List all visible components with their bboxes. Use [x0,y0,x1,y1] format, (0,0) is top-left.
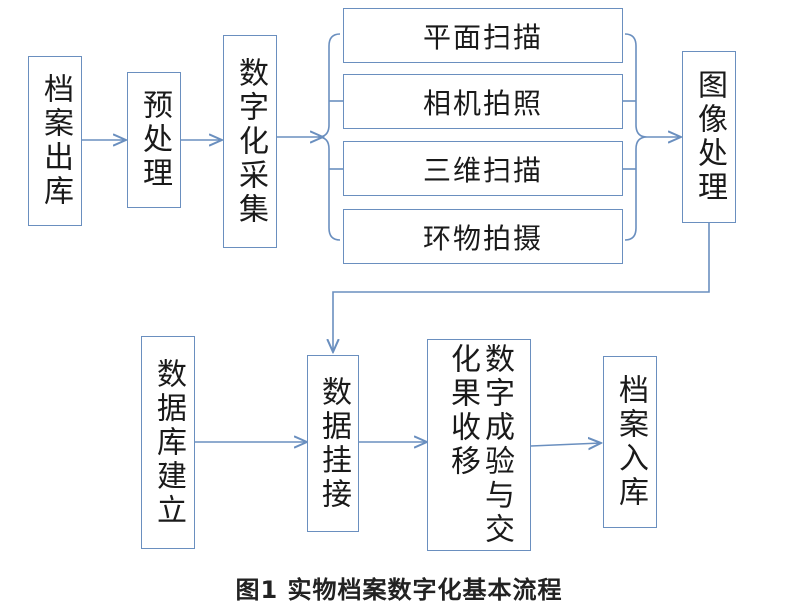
node-preprocess: 预处理 [127,72,181,208]
node-digital-capture: 数字化采集 [223,35,277,248]
method-label: 环物拍摄 [422,221,543,255]
method-label: 平面扫描 [422,20,543,54]
node-archive-in: 档案入库 [603,356,657,528]
results-col-right: 数字成验与交 [479,343,514,547]
method-label: 三维扫描 [422,153,543,187]
node-digital-capture-label: 数字化采集 [233,56,268,227]
results-col-left: 化果收移 [445,343,480,479]
arrow-results-to-archive-in [530,443,601,446]
node-method-surround: 环物拍摄 [343,209,623,264]
node-data-mount: 数据挂接 [307,355,359,532]
method-label: 相机拍照 [422,86,543,120]
left-bracket [317,33,341,241]
node-archive-in-label: 档案入库 [613,374,648,510]
node-database-build: 数据库建立 [141,336,195,549]
node-results-transfer-text: 数字成验与交 化果收移 [445,343,514,547]
node-image-processing-label: 图像处理 [692,69,727,205]
node-database-build-label: 数据库建立 [151,357,186,528]
node-archive-out: 档案出库 [28,56,82,226]
arrow-image-to-mount [333,223,710,352]
node-method-plane-scan: 平面扫描 [343,8,623,63]
node-preprocess-label: 预处理 [137,89,172,191]
node-archive-out-label: 档案出库 [38,73,73,209]
node-image-processing: 图像处理 [682,51,736,223]
figure-caption: 图1 实物档案数字化基本流程 [235,576,563,604]
right-bracket [624,33,648,241]
node-method-camera: 相机拍照 [343,74,623,129]
node-method-3d-scan: 三维扫描 [343,141,623,196]
node-results-transfer: 数字成验与交 化果收移 [427,339,531,551]
node-data-mount-label: 数据挂接 [316,375,351,512]
